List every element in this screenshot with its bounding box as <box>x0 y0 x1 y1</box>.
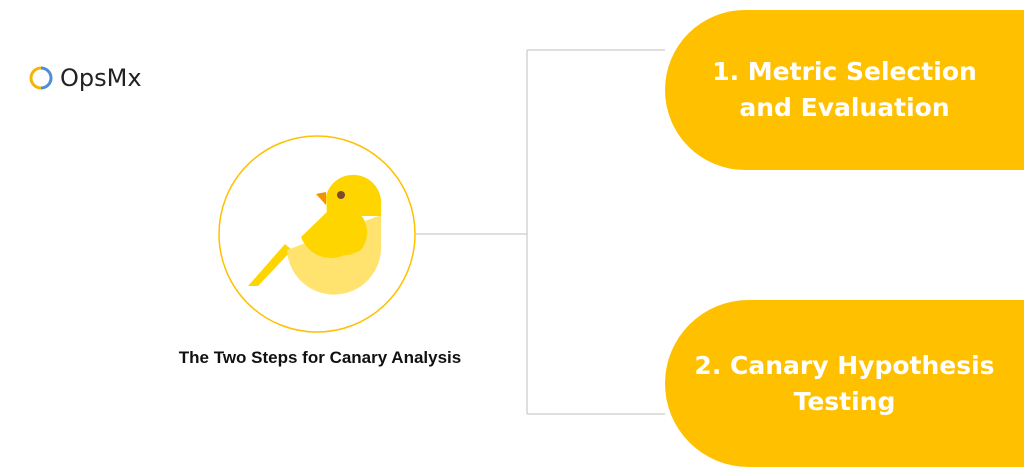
step-1-pill: 1. Metric Selection and Evaluation <box>665 10 1024 170</box>
diagram-caption: The Two Steps for Canary Analysis <box>178 348 462 367</box>
step-2-pill: 2. Canary Hypothesis Testing <box>665 300 1024 467</box>
canary-bird-icon <box>248 174 382 295</box>
opsmx-logo-icon <box>29 66 53 90</box>
step-2-label: 2. Canary Hypothesis Testing <box>694 350 995 416</box>
opsmx-logo: OpsMx <box>28 64 142 92</box>
logo-text: OpsMx <box>60 64 142 92</box>
step-1-label: 1. Metric Selection and Evaluation <box>712 57 977 122</box>
